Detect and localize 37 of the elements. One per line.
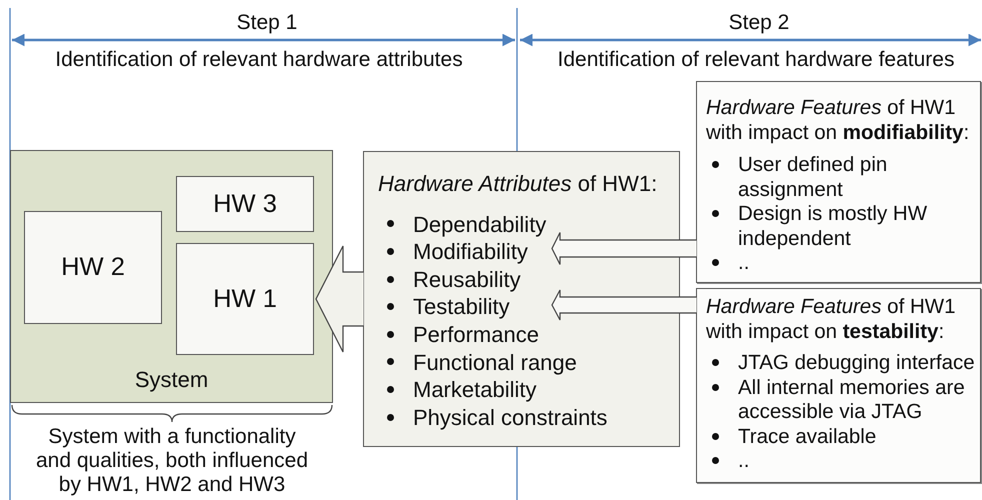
step-description: Identification of relevant hardware features — [556, 48, 956, 72]
list-item: Testability — [413, 294, 510, 320]
step-label: Step 2 — [728, 11, 790, 35]
list-item: Reusability — [413, 266, 521, 292]
list-item: Dependability — [413, 212, 546, 237]
info-box — [696, 81, 981, 283]
list-item: User defined pin assignment — [738, 153, 888, 200]
box-heading: Hardware Features of HW1 with impact on modifiability: — [706, 96, 970, 145]
list-item: .. — [738, 449, 750, 472]
hardware-box — [176, 176, 314, 232]
list-item: Performance — [413, 322, 539, 347]
system-box — [10, 150, 333, 403]
box-label: HW 1 — [213, 284, 277, 314]
list-item: Functional range — [413, 350, 577, 375]
hardware-box — [176, 243, 314, 355]
box-label: HW 3 — [213, 190, 277, 218]
list-item: Design is mostly HW independent — [738, 202, 928, 250]
list-item: Marketability — [413, 377, 536, 402]
list-item: All internal memories are accessible via JTAG — [738, 376, 965, 423]
block-arrow — [551, 232, 698, 266]
hardware-box — [24, 211, 162, 324]
block-arrow — [551, 289, 698, 321]
caption: System with a functionality and qualities, both influenced by HW1, HW2 and HW3 — [34, 425, 310, 497]
block-arrow — [315, 245, 364, 353]
list-item: Physical constraints — [413, 404, 608, 430]
step-label: Step 1 — [236, 11, 298, 35]
box-label: System — [134, 367, 210, 393]
info-box — [696, 288, 981, 483]
list-item: Modifiability — [413, 239, 528, 264]
list-item: .. — [738, 251, 750, 274]
list-item: Trace available — [738, 424, 876, 448]
box-heading: Hardware Attributes of HW1: — [378, 170, 658, 198]
step-description: Identification of relevant hardware attributes — [54, 48, 464, 72]
list-item: JTAG debugging interface — [738, 351, 975, 374]
box-label: HW 2 — [61, 253, 125, 282]
box-heading: Hardware Features of HW1 with impact on testability: — [706, 295, 957, 344]
info-box — [363, 151, 680, 447]
